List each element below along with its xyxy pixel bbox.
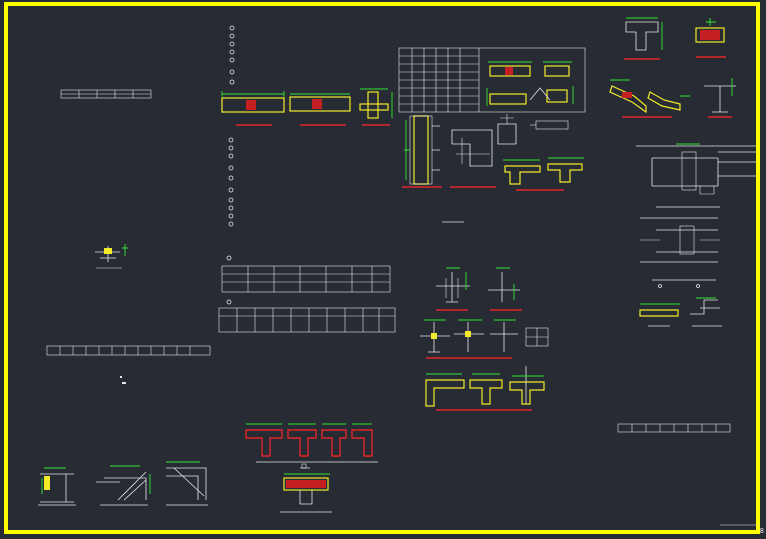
joint-detail-top-right-2 bbox=[695, 18, 726, 58]
schedule-table-middle-2 bbox=[218, 307, 396, 333]
corner-detail-3 bbox=[166, 461, 208, 506]
beam-detail-1 bbox=[221, 91, 285, 126]
column-joint-details-row1 bbox=[436, 267, 522, 311]
beam-column-elevation-1 bbox=[636, 143, 756, 208]
note-marks-left bbox=[120, 376, 126, 384]
beam-stub-detail bbox=[497, 114, 569, 145]
beam-column-elevation-2 bbox=[640, 217, 720, 288]
corner-detail-1 bbox=[38, 467, 76, 506]
l-wall-detail bbox=[704, 78, 736, 118]
column-joint-details-row3 bbox=[425, 366, 545, 411]
sheet-border bbox=[4, 2, 760, 534]
long-table-left bbox=[46, 345, 211, 356]
beam-section-bottom bbox=[280, 473, 332, 513]
slab-step-details bbox=[639, 297, 722, 327]
column-joint-detail bbox=[359, 88, 393, 126]
stair-slab-detail bbox=[609, 79, 690, 118]
schedule-table-middle-1 bbox=[221, 265, 391, 293]
small-table-right bbox=[617, 423, 731, 433]
t-beam-sections-row bbox=[245, 423, 378, 469]
corner-detail-2 bbox=[96, 465, 151, 506]
column-section-vertical bbox=[402, 115, 442, 188]
beam-detail-2 bbox=[289, 93, 351, 126]
rebar-schedule-table bbox=[398, 47, 586, 113]
column-joint-details-row2 bbox=[420, 319, 549, 359]
small-table-left bbox=[60, 89, 152, 99]
corner-label: 8 bbox=[759, 527, 764, 535]
corbel-detail bbox=[450, 129, 496, 188]
t-beam-details-pair bbox=[442, 157, 584, 223]
vertical-notes-column bbox=[226, 25, 235, 305]
joint-detail-top-right-1 bbox=[624, 17, 663, 60]
column-symbol-detail bbox=[95, 244, 128, 269]
